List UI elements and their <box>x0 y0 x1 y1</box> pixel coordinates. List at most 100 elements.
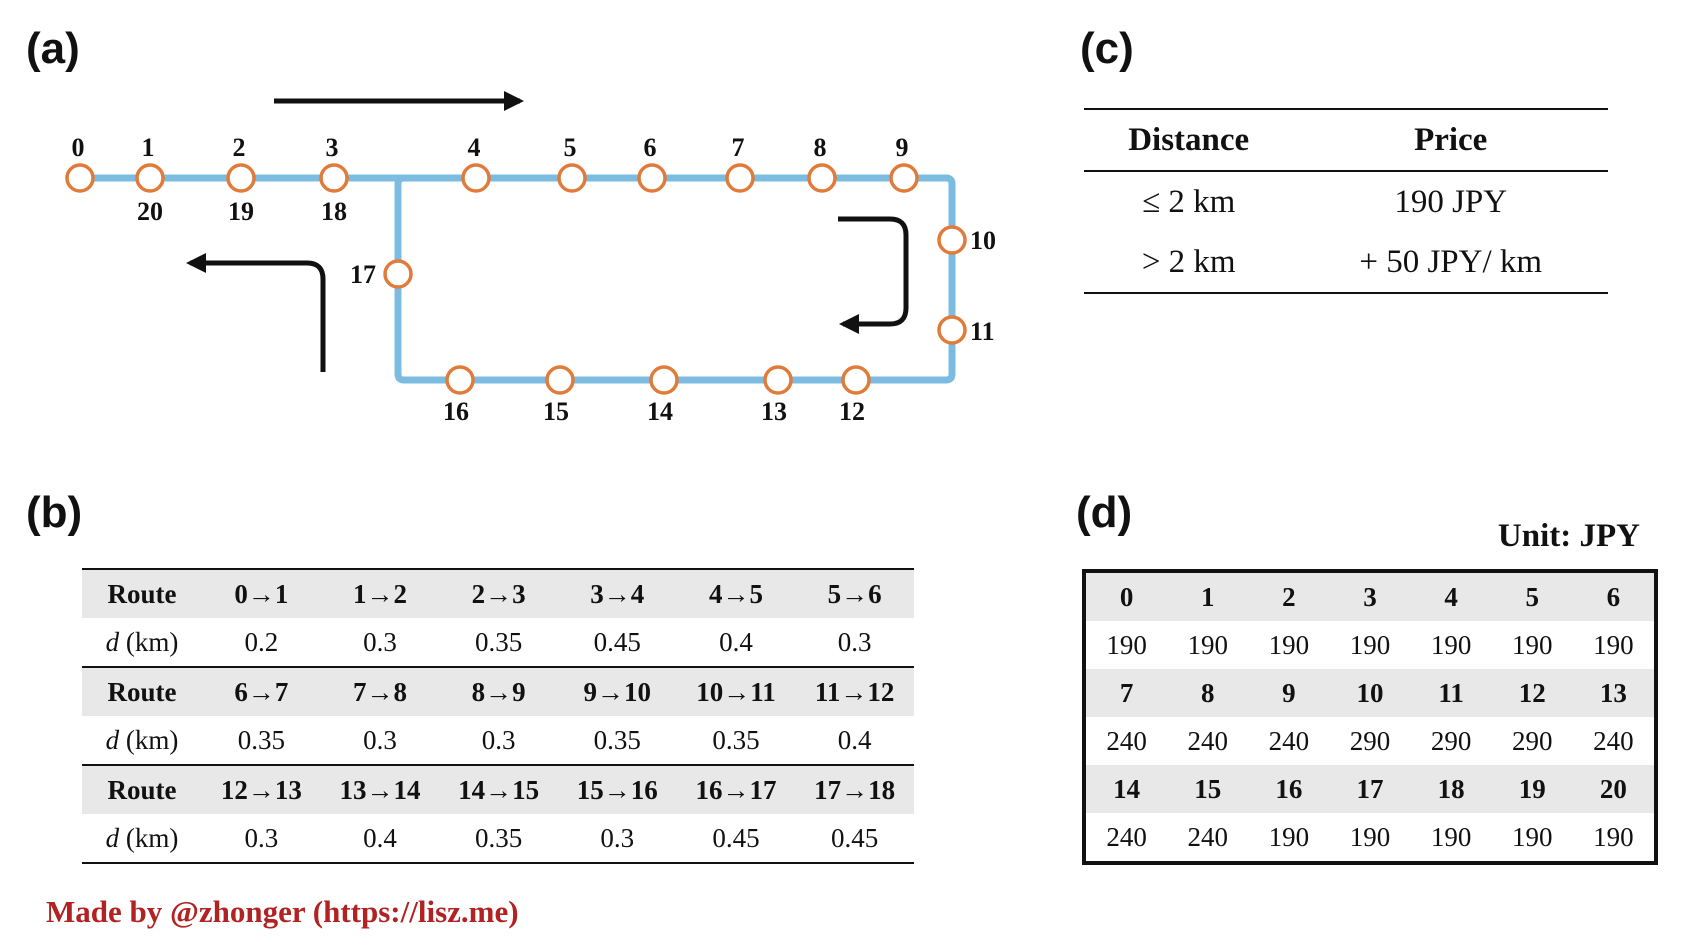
panel-label-b: (b) <box>26 488 83 537</box>
route-segment: 12→13 <box>202 765 321 814</box>
segment-distance: 0.45 <box>676 814 796 864</box>
station-marker <box>319 163 349 193</box>
station-number: 19 <box>228 197 254 226</box>
fare-value: 240 <box>1106 725 1147 756</box>
panel-label-c: (c) <box>1080 24 1134 73</box>
segment-distance: 0.4 <box>795 716 914 766</box>
segment-distance: 0.4 <box>676 618 796 668</box>
fare-station: 20 <box>1572 765 1656 813</box>
segment-distance: 0.3 <box>320 618 440 668</box>
dist-unit: (km) <box>119 724 179 755</box>
price-value: 190 JPY <box>1394 183 1508 220</box>
fare-station: 1 <box>1167 571 1249 621</box>
segment-distance: 0.3 <box>439 716 558 766</box>
fare-station: 17 <box>1329 765 1411 813</box>
row-label: d (km) <box>82 814 202 864</box>
route-segment: 8→9 <box>439 667 558 716</box>
panel-label-a: (a) <box>26 24 80 73</box>
station-marker <box>226 163 256 193</box>
station-number: 11 <box>970 317 995 346</box>
station-marker <box>725 163 755 193</box>
station-marker <box>937 315 967 345</box>
price-distance: ≤ 2 km <box>1142 183 1236 220</box>
fare-station: 5 <box>1491 571 1573 621</box>
fare-value: 190 <box>1593 629 1634 660</box>
segment-distance: 0.3 <box>795 618 914 668</box>
station-number: 17 <box>350 260 376 289</box>
station-number: 13 <box>761 397 787 426</box>
segment-distance: 0.3 <box>202 814 321 864</box>
dist-symbol: d <box>105 626 120 657</box>
station-number: 10 <box>970 226 996 255</box>
segment-distance: 0.35 <box>439 618 558 668</box>
route-segment: 6→7 <box>202 667 321 716</box>
fare-station: 13 <box>1572 669 1656 717</box>
fare-value: 240 <box>1106 821 1147 852</box>
station-marker <box>65 163 95 193</box>
fare-station: 7 <box>1084 669 1168 717</box>
header-price: Price <box>1293 108 1608 172</box>
arrow-up-left <box>186 253 326 372</box>
station-marker <box>807 163 837 193</box>
station-number: 0 <box>72 133 85 162</box>
track-line <box>80 174 956 384</box>
fare-station: 19 <box>1491 765 1573 813</box>
station-number: 8 <box>814 133 827 162</box>
fare-station: 11 <box>1410 669 1492 717</box>
station-number: 1 <box>142 133 155 162</box>
station-number: 3 <box>326 133 339 162</box>
segment-distance: 0.35 <box>557 716 677 766</box>
fare-station: 4 <box>1410 571 1492 621</box>
route-segment: 7→8 <box>320 667 440 716</box>
segment-distance: 0.35 <box>676 716 796 766</box>
fare-station: 3 <box>1329 571 1411 621</box>
route-segment: 1→2 <box>320 568 440 618</box>
segment-distance: 0.2 <box>202 618 321 668</box>
fare-value: 190 <box>1512 821 1553 852</box>
fare-value: 240 <box>1593 725 1634 756</box>
fare-value: 190 <box>1512 629 1553 660</box>
station-number: 5 <box>564 133 577 162</box>
row-label: d (km) <box>82 716 202 766</box>
route-segment: 14→15 <box>439 765 558 814</box>
dist-symbol: d <box>105 822 120 853</box>
credit-text: Made by @zhonger (https://lisz.me) <box>46 894 519 929</box>
fare-station: 18 <box>1410 765 1492 813</box>
station-number: 14 <box>647 397 673 426</box>
route-segment: 2→3 <box>439 568 558 618</box>
fare-station: 2 <box>1248 571 1330 621</box>
station-marker <box>637 163 667 193</box>
station-marker <box>937 225 967 255</box>
fare-value: 290 <box>1349 725 1391 756</box>
fare-station: 0 <box>1084 571 1168 621</box>
price-row: > 2 km + 50 JPY/ km <box>1084 232 1608 294</box>
route-segment: 5→6 <box>795 568 914 618</box>
fare-value: 190 <box>1187 629 1228 660</box>
fare-station: 14 <box>1084 765 1168 813</box>
station-marker <box>383 259 413 289</box>
route-segment: 11→12 <box>795 667 914 716</box>
station-marker <box>889 163 919 193</box>
fare-value: 190 <box>1268 629 1310 660</box>
station-number: 12 <box>839 397 865 426</box>
fare-value: 190 <box>1593 821 1634 852</box>
panel-label-d: (d) <box>1076 488 1133 537</box>
arrow-down-left <box>838 216 909 334</box>
station-marker <box>461 163 491 193</box>
fare-station: 6 <box>1572 571 1656 621</box>
segment-distance: 0.45 <box>557 618 677 668</box>
fare-station: 9 <box>1248 669 1330 717</box>
station-number: 2 <box>233 133 246 162</box>
dist-unit: (km) <box>119 822 179 853</box>
price-table: Distance Price ≤ 2 km 190 JPY > 2 km + 5… <box>1084 108 1608 294</box>
row-label: Route <box>82 568 202 618</box>
